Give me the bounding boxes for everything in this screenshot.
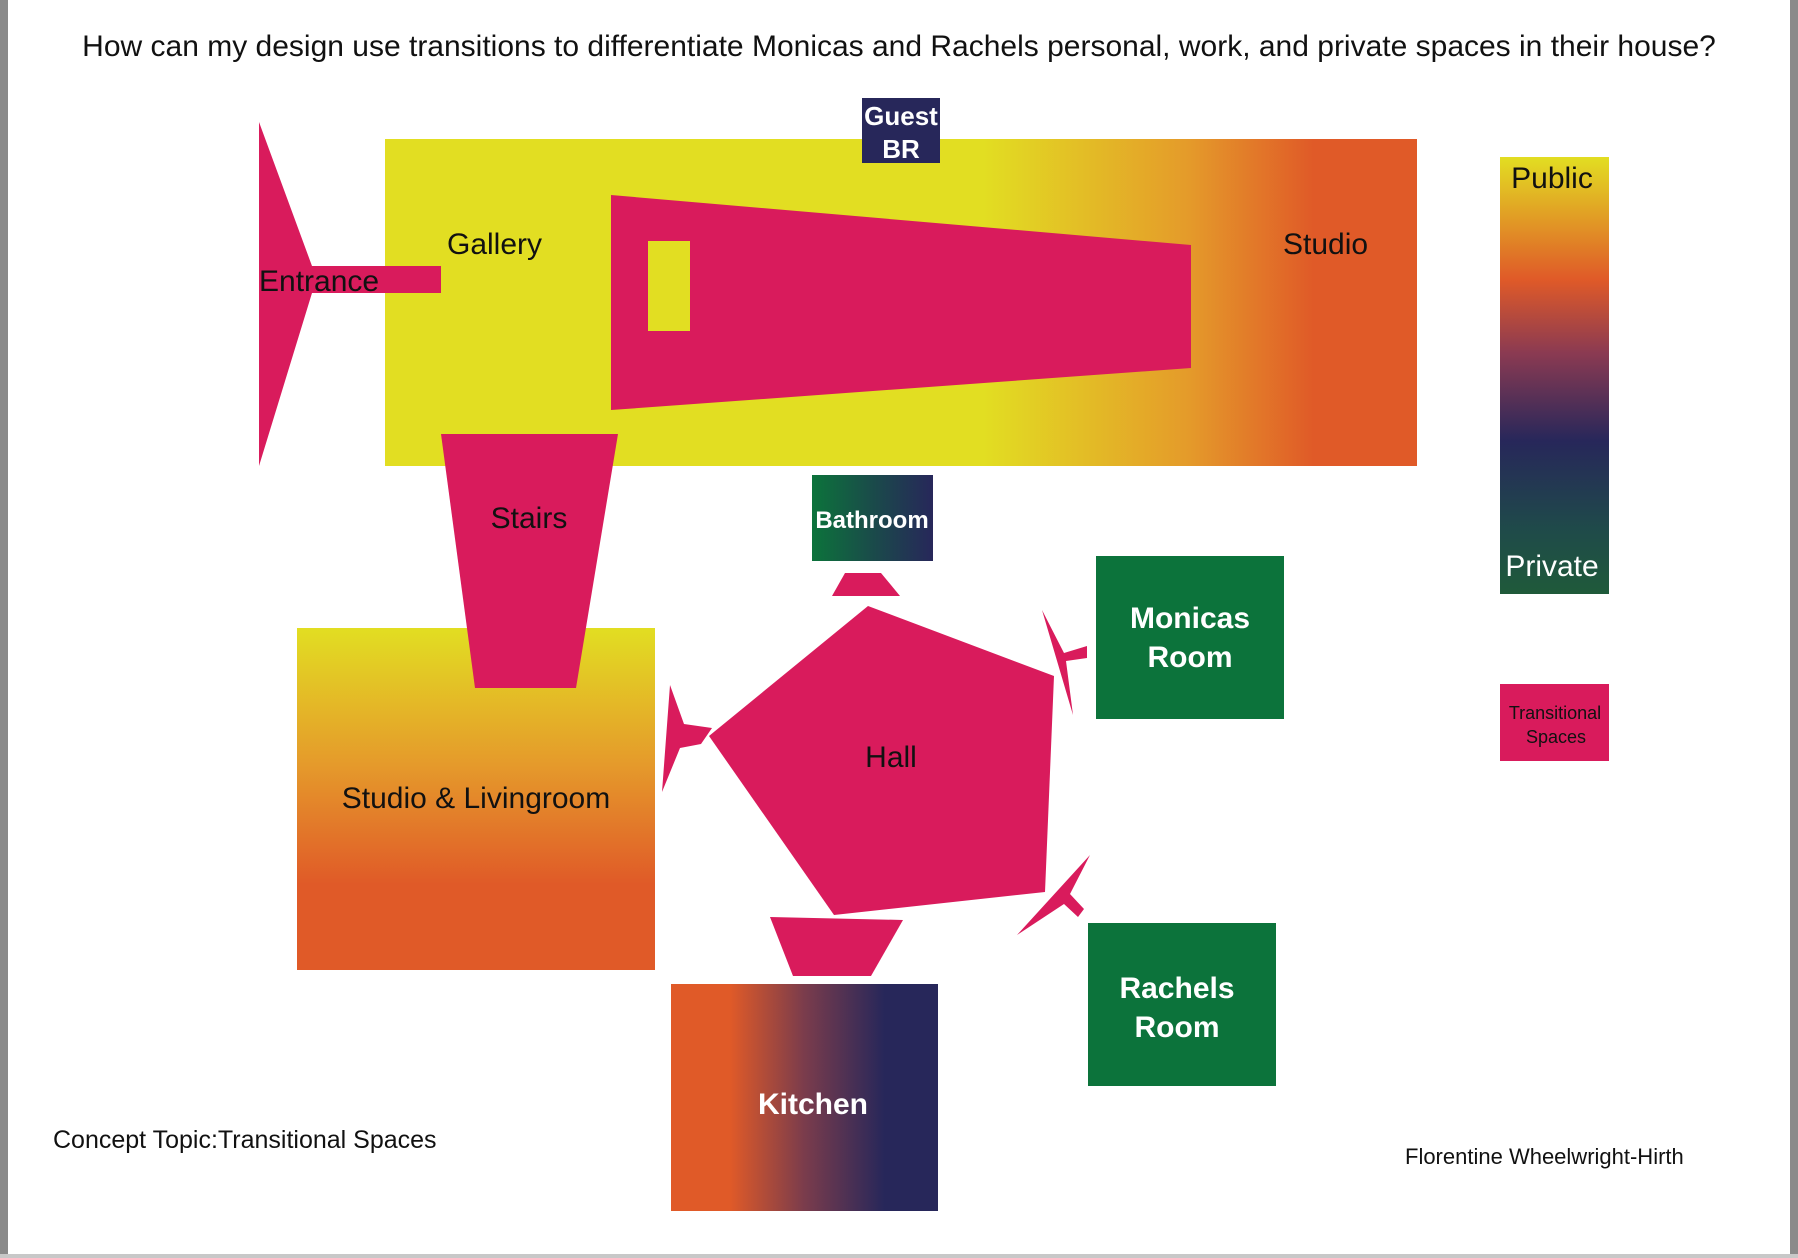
rachels-room-block — [1088, 923, 1276, 1086]
bathroom-label: Bathroom — [815, 507, 928, 534]
stairs-transition — [441, 434, 618, 688]
studio-label: Studio — [1283, 228, 1368, 261]
guest-br-label-line1: Guest — [864, 101, 938, 131]
entrance-transition — [259, 122, 441, 466]
studio-hall-transition — [662, 685, 712, 792]
gallery-corridor-transition — [611, 195, 1191, 410]
kitchen-label: Kitchen — [758, 1088, 868, 1121]
legend-transitional-swatch — [1500, 684, 1609, 761]
rachels-room-transition — [1017, 855, 1090, 935]
page-title: How can my design use transitions to dif… — [82, 30, 1716, 63]
entrance-label: Entrance — [259, 265, 379, 298]
page-right-border — [1790, 0, 1798, 1258]
legend-transitional-label-line2: Spaces — [1526, 727, 1586, 747]
monicas-room-label-line1: Monicas — [1130, 602, 1250, 635]
guest-br-label-line2: BR — [882, 134, 920, 164]
monicas-room-label-line2: Room — [1148, 641, 1233, 674]
bathroom-block — [812, 475, 933, 561]
legend-gradient-bar — [1500, 157, 1609, 594]
page-bottom-border — [0, 1254, 1798, 1258]
studio-livingroom-label: Studio & Livingroom — [342, 782, 610, 815]
rachels-room-label-line2: Room — [1135, 1011, 1220, 1044]
concept-topic-label: Concept Topic:Transitional Spaces — [53, 1126, 437, 1154]
corridor-opening — [648, 241, 690, 331]
stairs-label: Stairs — [491, 502, 568, 535]
kitchen-transition — [770, 917, 903, 976]
guest-br-block — [862, 98, 940, 163]
bathroom-transition — [832, 573, 900, 596]
gallery-label: Gallery — [447, 228, 542, 261]
hall-transition — [709, 606, 1054, 915]
legend-public-label: Public — [1511, 162, 1593, 195]
monicas-room-block — [1096, 556, 1284, 719]
hall-label: Hall — [865, 741, 917, 774]
author-label: Florentine Wheelwright-Hirth — [1405, 1144, 1684, 1169]
monicas-room-transition — [1042, 610, 1087, 715]
page-left-border — [0, 0, 8, 1258]
legend-private-label: Private — [1505, 550, 1598, 583]
legend-transitional-label-line1: Transitional — [1509, 703, 1601, 723]
rachels-room-label-line1: Rachels — [1119, 972, 1234, 1005]
kitchen-block — [671, 984, 938, 1211]
